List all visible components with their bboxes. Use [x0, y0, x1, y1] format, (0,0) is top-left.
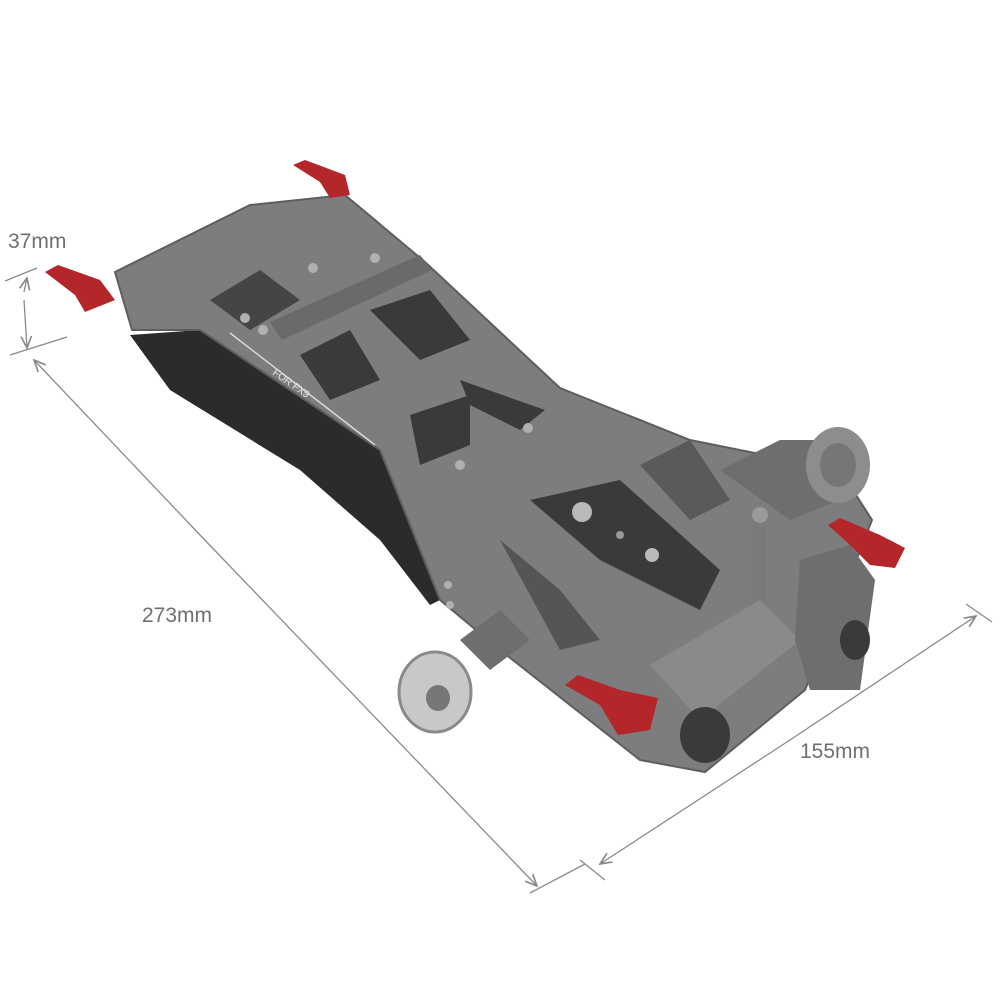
width-dimension-label: 155mm	[800, 740, 871, 763]
locking-levers	[45, 160, 905, 735]
width-arrow-start	[600, 739, 791, 864]
width-arrow-end	[789, 616, 976, 741]
width-tick-end	[965, 603, 993, 623]
height-tick-bottom	[9, 336, 68, 356]
mounting-screw	[572, 502, 592, 522]
height-arrow-up	[24, 278, 27, 293]
dimension-lines	[4, 267, 993, 894]
shoulder-pad-grip	[130, 330, 440, 605]
lever-icon	[45, 265, 115, 312]
height-tick-top	[4, 267, 38, 282]
height-dimension-label: 37mm	[8, 230, 67, 253]
length-tick	[529, 863, 586, 894]
height-arrow-down	[24, 299, 27, 348]
rod-clamp	[795, 545, 875, 690]
lever-icon	[565, 675, 658, 735]
lever-icon	[828, 518, 905, 568]
shoulder-rig-baseplate: FOR FX9	[113, 193, 875, 774]
length-arrow-start	[34, 360, 201, 536]
lever-icon	[293, 160, 350, 198]
width-tick-start	[579, 859, 606, 881]
length-dimension-label: 273mm	[142, 604, 213, 627]
length-arrow-end	[199, 534, 537, 886]
